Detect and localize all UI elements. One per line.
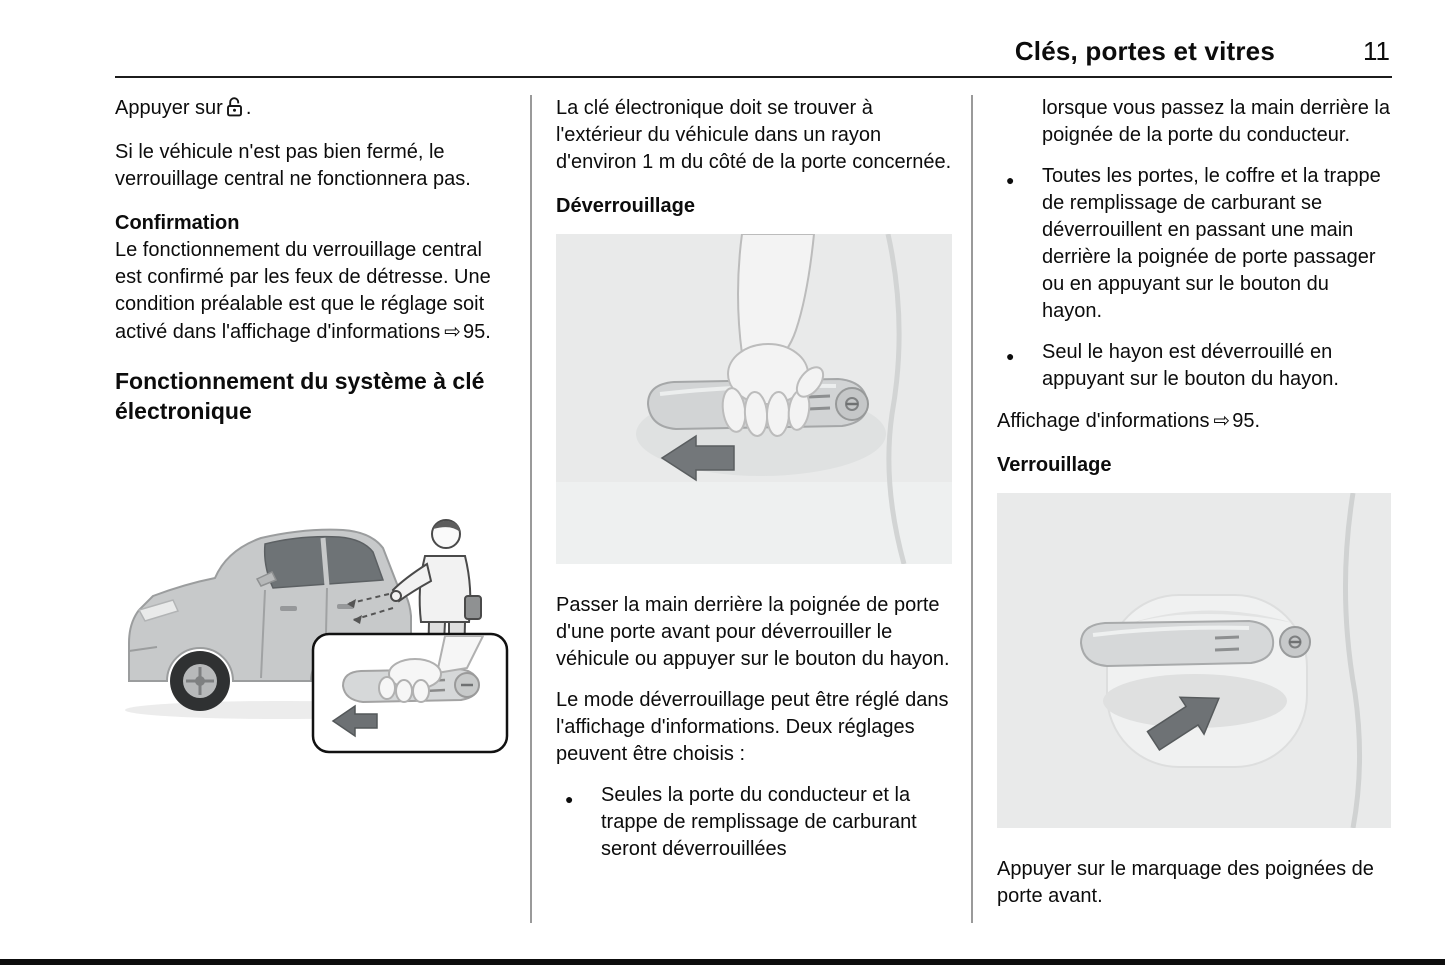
lock-photo-illustration — [997, 492, 1391, 829]
para-press-marking: Appuyer sur le marquage des poignées de … — [997, 858, 1374, 907]
page-ref-arrow-icon: ⇨ — [444, 319, 461, 343]
list-item: Seul le hayon est déverrouillé en appuya… — [997, 339, 1391, 393]
chapter-title: Clés, portes et vitres — [1014, 36, 1275, 66]
para-press-unlock-suffix: . — [245, 97, 252, 119]
press-arrow-icon — [1146, 696, 1220, 752]
handle-marking — [1214, 635, 1240, 652]
column-divider — [971, 95, 973, 923]
para-confirmation: Le fonctionnement du verrouillage centra… — [115, 237, 513, 346]
hand-illustration — [721, 233, 825, 437]
page-ref-number: 95. — [1232, 410, 1261, 432]
page-ref-arrow-icon: ⇨ — [1213, 408, 1231, 432]
para-unlock-handle: Passer la main derrière la poignée de po… — [556, 594, 950, 670]
page-number: 11 — [1363, 36, 1390, 66]
para-confirmation-text: Le fonctionnement du verrouillage centra… — [115, 239, 491, 343]
para-press-unlock-text: Appuyer sur — [115, 97, 223, 119]
page-ref-number: 95. — [463, 321, 491, 343]
column-left: Appuyer sur. Si le véhicule n'est pas bi… — [115, 95, 513, 764]
heading-confirmation: Confirmation — [115, 212, 240, 234]
unlock-photo-illustration — [556, 233, 952, 565]
para-press-unlock: Appuyer sur. — [115, 95, 513, 125]
door-handle — [1079, 619, 1311, 668]
para-key-range: La clé électronique doit se trouver à l'… — [556, 97, 952, 173]
list-item-continuation: lorsque vous passez la main derrière la … — [1042, 97, 1390, 146]
hand-illustration — [435, 635, 485, 675]
para-info-display: Affichage d'informations⇨95. — [997, 407, 1391, 435]
page-reference: ⇨95. — [1209, 408, 1261, 432]
page-header: Clés, portes et vitres 11 — [115, 36, 1390, 67]
page-reference: ⇨95. — [440, 319, 491, 343]
unlock-icon — [226, 97, 243, 125]
handle-inset — [311, 632, 509, 754]
unlock-figure — [556, 233, 952, 572]
electronic-key-icon — [464, 595, 482, 620]
heading-unlock: Déverrouillage — [556, 195, 695, 217]
para-unlock-mode: Le mode déverrouillage peut être réglé d… — [556, 689, 949, 765]
door-seam-line — [1342, 492, 1363, 829]
key-system-figure — [115, 438, 513, 764]
page-bottom-edge — [0, 959, 1445, 965]
heading-lock: Verrouillage — [997, 454, 1112, 476]
pull-arrow-icon — [331, 704, 378, 738]
column-middle: La clé électronique doit se trouver à l'… — [556, 95, 952, 877]
header-rule — [115, 76, 1392, 78]
car-illustration — [125, 519, 509, 754]
key-signal-icon — [346, 593, 394, 621]
list-item: Seules la porte du conducteur et la trap… — [556, 782, 952, 863]
column-divider — [530, 95, 532, 923]
para-not-closed: Si le véhicule n'est pas bien fermé, le … — [115, 141, 471, 190]
heading-key-system: Fonctionnement du système à clé électron… — [115, 368, 485, 424]
lock-figure — [997, 492, 1391, 836]
pull-arrow-icon — [660, 434, 735, 482]
para-info-display-text: Affichage d'informations — [997, 410, 1210, 432]
list-item: Toutes les portes, le coffre et la trapp… — [997, 163, 1391, 325]
door-seam-line — [885, 233, 907, 565]
column-right: lorsque vous passez la main derrière la … — [997, 95, 1391, 924]
